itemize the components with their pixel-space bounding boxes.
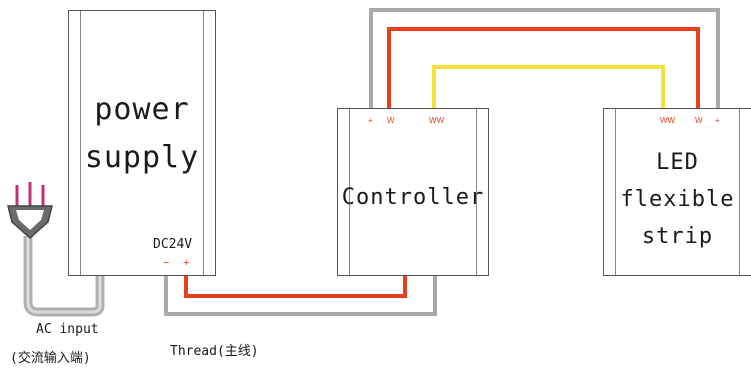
thread-label: Thread(主线) [170,344,259,359]
led-terminal-w: W [695,116,703,125]
top-yellow-wire [432,65,665,108]
controller-title: Controller [341,185,485,210]
controller-box: + W WW Controller [337,108,489,276]
led-terminal-ww: WW [660,116,676,125]
controller-terminal-w: W [387,116,395,125]
led-title-line2: flexible [620,187,735,212]
ac-input-label-cn: (交流输入端) [10,351,91,366]
power-supply-title-line1: power [94,92,190,127]
dc24v-label: DC24V [153,237,193,252]
ps-terminal-plus: + [183,257,190,269]
power-supply-title-line2: supply [84,140,200,175]
controller-terminal-plus: + [368,116,373,125]
controller-terminal-ww: WW [429,116,445,125]
led-title-line3: strip [641,224,714,249]
top-red-wire [387,27,700,108]
thread-gray-wire [164,276,437,316]
thread-red-wire [184,276,407,298]
led-strip-box: WW W + LED flexible strip [603,108,751,276]
led-title-line1: LED [656,150,699,175]
top-gray-wire [369,8,720,108]
power-supply-box: power supply DC24V − + [68,10,216,276]
ps-terminal-minus: − [163,257,170,269]
led-terminal-plus: + [715,116,720,125]
ac-input-label: AC input [36,322,99,337]
